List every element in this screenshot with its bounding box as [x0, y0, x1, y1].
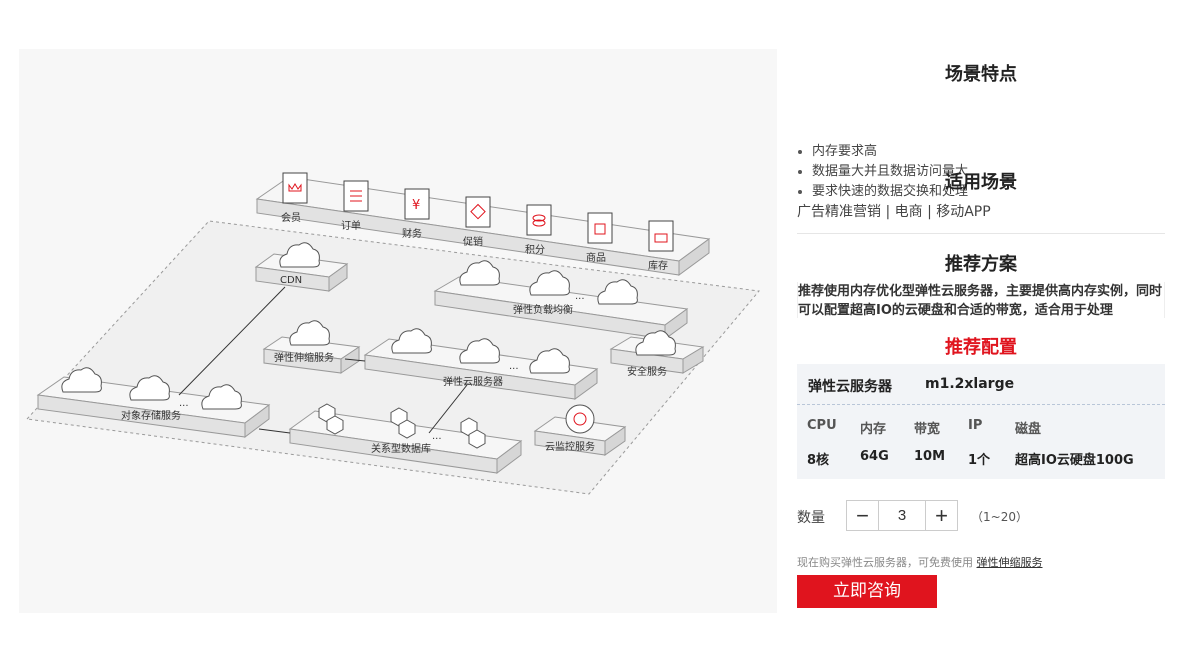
quantity-input[interactable]: 3 — [878, 501, 926, 530]
as-label: 弹性伸缩服务 — [274, 351, 334, 364]
spec-header: 带宽 — [914, 422, 941, 437]
quantity-stepper: − 3 + — [846, 500, 958, 531]
recommend-text[interactable]: 推荐使用内存优化型弹性云服务器，主要提供高内存实例，同时可以配置超高IO的云硬盘… — [797, 282, 1165, 318]
app-icons: ¥ — [282, 172, 674, 252]
rds-label: 关系型数据库 — [371, 442, 431, 455]
app-label-2: 财务 — [402, 227, 422, 240]
quantity-minus-button[interactable]: − — [856, 502, 869, 528]
features-list: 内存要求高 数据量大并且数据访问量大 要求快速的数据交换和处理 — [797, 142, 968, 202]
feature-item: 数据量大并且数据访问量大 — [797, 162, 968, 182]
spec-header: 内存 — [860, 422, 887, 437]
app-label-3: 促销 — [463, 235, 483, 248]
svg-text:...: ... — [179, 398, 189, 409]
promo-text: 现在购买弹性云服务器，可免费使用 — [797, 556, 977, 569]
scenes-title: 适用场景 — [945, 172, 1017, 193]
spec-value: 64G — [860, 449, 889, 464]
config-product: 弹性云服务器 — [808, 379, 892, 395]
recommend-title: 推荐方案 — [945, 254, 1017, 275]
svg-text:...: ... — [432, 431, 442, 442]
config-spec: m1.2xlarge — [925, 376, 1015, 392]
obs-label: 对象存储服务 — [121, 409, 181, 422]
feature-item: 内存要求高 — [797, 142, 968, 162]
consult-button[interactable]: 立即咨询 — [797, 575, 937, 608]
spec-value: 1个 — [968, 453, 991, 468]
features-title: 场景特点 — [945, 64, 1017, 85]
spec-header: 磁盘 — [1015, 422, 1042, 437]
quantity-plus-button[interactable]: + — [935, 502, 948, 528]
ces-label: 云监控服务 — [545, 440, 595, 453]
config-title: 推荐配置 — [945, 337, 1017, 358]
spec-value: 8核 — [807, 453, 830, 468]
architecture-diagram: ¥ 会员 订单 财务 促销 积分 商品 库存 CDN ... 弹性负载均衡 — [19, 49, 777, 613]
scenes-text: 广告精准营销 | 电商 | 移动APP — [797, 204, 991, 220]
spec-value: 超高IO云硬盘100G — [1015, 453, 1134, 468]
app-label-1: 订单 — [341, 220, 361, 232]
quantity-range: （1~20） — [971, 510, 1028, 524]
app-label-0: 会员 — [281, 211, 301, 224]
app-label-5: 商品 — [586, 251, 606, 264]
feature-item: 要求快速的数据交换和处理 — [797, 182, 968, 202]
elb-label: 弹性负载均衡 — [513, 303, 573, 316]
config-box: 弹性云服务器 m1.2xlarge CPU 8核 内存 64G 带宽 10M I… — [797, 364, 1165, 479]
spec-header: IP — [968, 418, 983, 433]
divider — [797, 233, 1165, 234]
svg-text:...: ... — [575, 291, 585, 302]
app-label-6: 库存 — [648, 259, 668, 272]
promo-note: 现在购买弹性云服务器，可免费使用 弹性伸缩服务 — [797, 554, 1043, 570]
svg-text:¥: ¥ — [412, 198, 420, 213]
app-label-4: 积分 — [525, 244, 545, 256]
ecs-label: 弹性云服务器 — [443, 375, 503, 388]
svg-text:...: ... — [509, 361, 519, 372]
config-header: 弹性云服务器 m1.2xlarge — [797, 364, 1165, 405]
auto-scaling-link[interactable]: 弹性伸缩服务 — [976, 556, 1043, 569]
cdn-label: CDN — [280, 275, 302, 286]
spec-header: CPU — [807, 418, 837, 433]
quantity-label: 数量 — [797, 510, 825, 526]
spec-value: 10M — [914, 449, 946, 464]
diagram-canvas: ¥ 会员 订单 财务 促销 积分 商品 库存 CDN ... 弹性负载均衡 — [25, 172, 760, 495]
security-label: 安全服务 — [627, 365, 667, 378]
